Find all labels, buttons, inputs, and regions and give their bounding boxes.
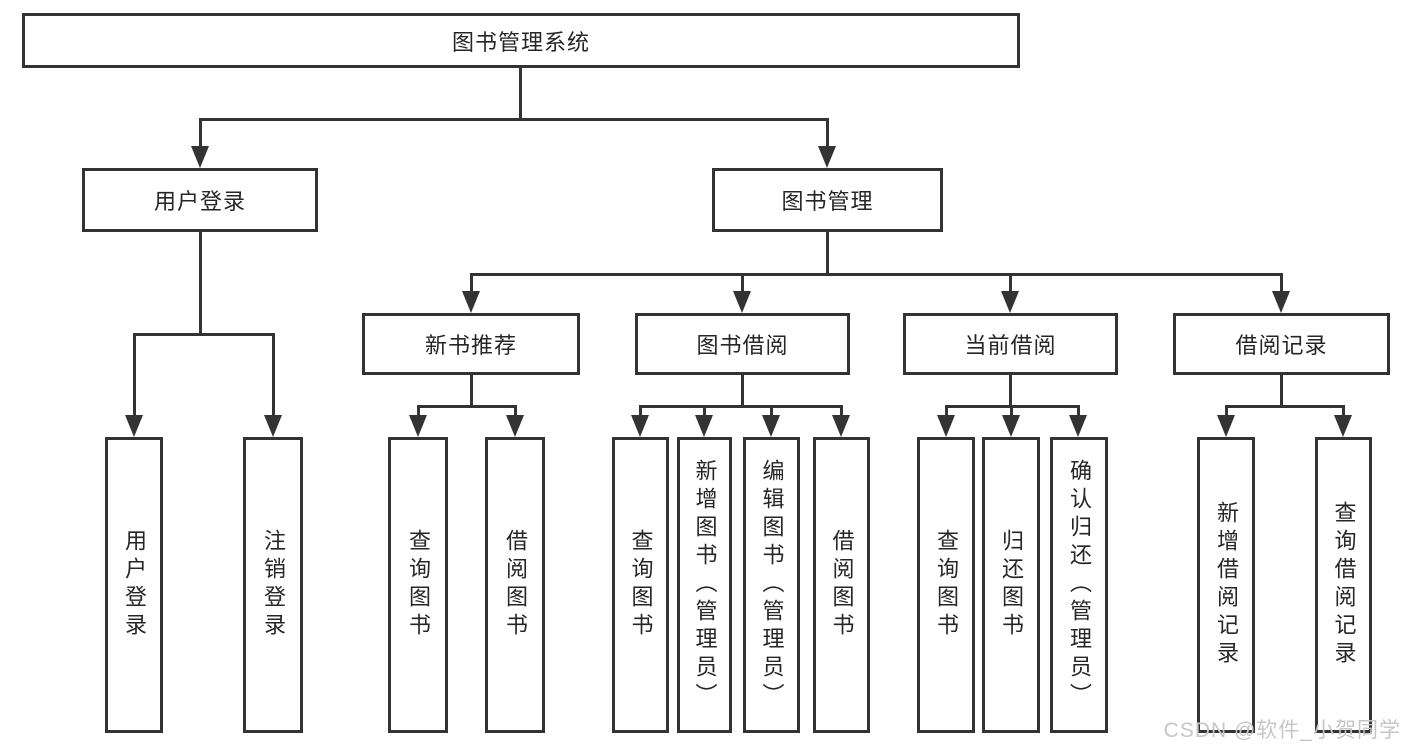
node-query-books-3: 查询图书 (917, 437, 975, 733)
arrow-down-icon (1069, 415, 1087, 437)
node-book-management: 图书管理 (712, 168, 943, 232)
arrow-down-icon (937, 415, 955, 437)
connector-line (1342, 405, 1345, 419)
node-label: 借阅图书 (829, 529, 855, 641)
connector-line (1010, 405, 1013, 419)
connector-line (1225, 405, 1228, 419)
connector-line (1280, 273, 1283, 295)
node-label: 新增图书（管理员） (692, 459, 718, 711)
connector-line (826, 118, 829, 148)
arrow-down-icon (1001, 291, 1019, 313)
connector-line (272, 333, 275, 417)
node-book-borrowing: 图书借阅 (635, 313, 850, 375)
node-label: 图书管理系统 (451, 29, 590, 55)
node-label: 注销登录 (261, 529, 286, 641)
connector-line (741, 273, 744, 295)
node-add-books-admin: 新增图书（管理员） (677, 437, 732, 733)
connector-line (470, 273, 473, 295)
node-label: 新书推荐 (424, 333, 517, 358)
csdn-watermark: CSDN @软件_小贺同学 (1163, 719, 1401, 742)
arrow-down-icon (1334, 415, 1352, 437)
connector-line (199, 118, 829, 121)
connector-line (1009, 375, 1012, 408)
node-new-book-recommend: 新书推荐 (362, 313, 580, 375)
arrow-down-icon (191, 146, 209, 168)
connector-line (639, 405, 642, 419)
arrow-down-icon (733, 291, 751, 313)
node-query-books-1: 查询图书 (388, 437, 448, 733)
connector-line (470, 273, 1283, 276)
node-label: 查询图书 (406, 529, 431, 641)
node-label: 用户登录 (153, 189, 246, 214)
arrow-down-icon (462, 291, 480, 313)
node-query-books-2: 查询图书 (612, 437, 669, 733)
connector-line (703, 405, 706, 419)
arrow-down-icon (264, 415, 282, 437)
node-label: 借阅图书 (503, 529, 528, 641)
node-current-borrowing: 当前借阅 (903, 313, 1118, 375)
arrow-down-icon (1002, 415, 1020, 437)
connector-line (639, 405, 843, 408)
connector-line (840, 405, 843, 419)
node-label: 当前借阅 (964, 333, 1057, 358)
node-query-borrow-record: 查询借阅记录 (1315, 437, 1372, 733)
arrow-down-icon (818, 146, 836, 168)
node-label: 编辑图书（管理员） (759, 459, 785, 711)
node-label: 查询图书 (628, 529, 654, 641)
node-root: 图书管理系统 (22, 13, 1020, 68)
node-login-branch: 用户登录 (82, 168, 318, 232)
connector-line (417, 405, 517, 408)
connector-line (1225, 405, 1345, 408)
arrow-down-icon (1217, 415, 1235, 437)
node-return-books: 归还图书 (982, 437, 1040, 733)
arrow-down-icon (125, 415, 143, 437)
connector-line (199, 118, 202, 148)
arrow-down-icon (409, 415, 427, 437)
node-label: 确认归还（管理员） (1067, 459, 1092, 711)
connector-line (519, 66, 522, 120)
arrow-down-icon (762, 415, 780, 437)
node-label: 图书管理 (781, 189, 874, 214)
node-label: 新增借阅记录 (1214, 501, 1239, 669)
arrow-down-icon (1272, 291, 1290, 313)
connector-line (741, 375, 744, 408)
connector-line (133, 333, 275, 336)
node-label: 查询图书 (934, 529, 959, 641)
arrow-down-icon (506, 415, 524, 437)
node-label: 借阅记录 (1235, 333, 1328, 358)
node-label: 查询借阅记录 (1331, 501, 1357, 669)
node-borrow-books-1: 借阅图书 (485, 437, 545, 733)
connector-line (1009, 273, 1012, 295)
connector-line (470, 375, 473, 408)
node-confirm-return-admin: 确认归还（管理员） (1050, 437, 1108, 733)
arrow-down-icon (695, 415, 713, 437)
node-label: 用户登录 (122, 529, 147, 641)
arrow-down-icon (832, 415, 850, 437)
node-user-login: 用户登录 (105, 437, 163, 733)
connector-line (133, 333, 136, 417)
arrow-down-icon (631, 415, 649, 437)
node-borrow-records: 借阅记录 (1173, 313, 1390, 375)
connector-line (770, 405, 773, 419)
node-add-borrow-record: 新增借阅记录 (1197, 437, 1255, 733)
node-label: 图书借阅 (696, 333, 789, 358)
connector-line (1280, 375, 1283, 408)
connector-line (1077, 405, 1080, 419)
node-logout: 注销登录 (243, 437, 303, 733)
connector-line (417, 405, 420, 419)
connector-line (945, 405, 948, 419)
node-borrow-books-2: 借阅图书 (813, 437, 870, 733)
node-edit-books-admin: 编辑图书（管理员） (743, 437, 800, 733)
connector-line (199, 229, 202, 336)
node-label: 归还图书 (999, 529, 1024, 641)
connector-line (514, 405, 517, 419)
connector-line (826, 229, 829, 276)
